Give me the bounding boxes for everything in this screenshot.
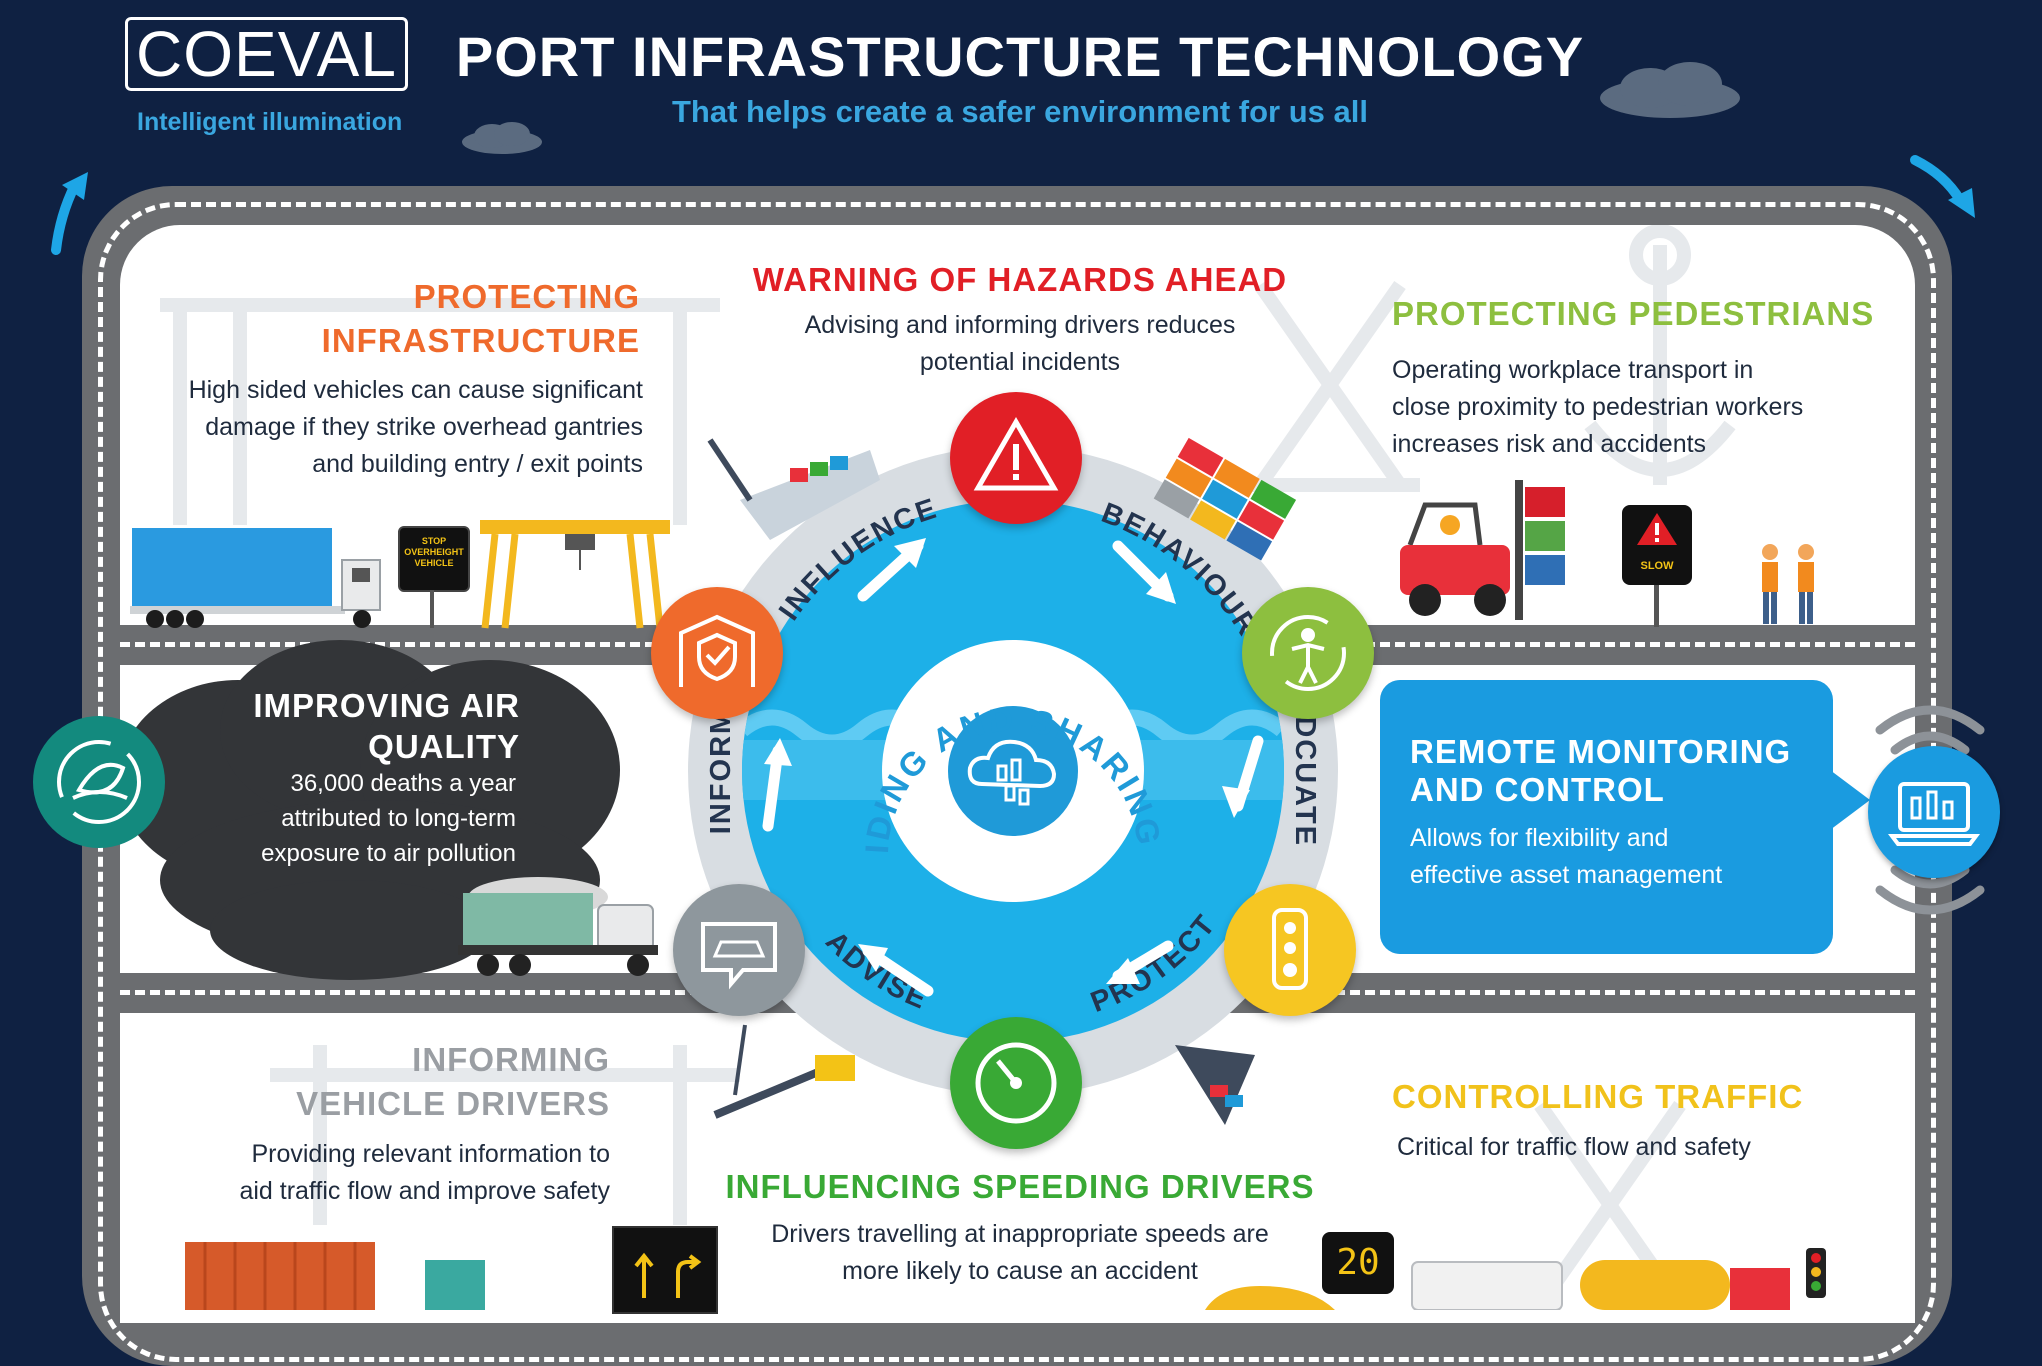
lane-arrows-icon [634, 1252, 702, 1298]
car-message-icon [701, 922, 777, 990]
page-title: PORT INFRASTRUCTURE TECHNOLOGY [455, 25, 1585, 88]
shield-check-icon [679, 614, 755, 687]
center-data-badge [948, 706, 1078, 836]
warning-hazards-title: WARNING OF HAZARDS AHEAD [752, 261, 1288, 298]
label-educate: EDCUATE [1289, 695, 1321, 847]
person-cycle-icon [1270, 615, 1346, 691]
tipper-truck-icon [458, 877, 658, 976]
speed-sign: 20 [1322, 1232, 1394, 1294]
slow-sign: SLOW [1622, 505, 1692, 585]
cloud-icon [1600, 62, 1740, 118]
sign-post [430, 590, 434, 628]
pedestrian-workers-icon [1762, 544, 1814, 624]
remote-monitoring-text: Allows for flexibility and effective ass… [1410, 824, 1723, 889]
controlling-traffic-text: Critical for traffic flow and safety [1397, 1133, 1751, 1161]
arrow-down-icon [1910, 155, 1965, 205]
protecting-pedestrians-title: PROTECTING PEDESTRIANS [1392, 295, 1875, 332]
arrow-head [1948, 188, 1975, 218]
traffic-light-node [1224, 884, 1356, 1016]
traffic-light-icon [1272, 908, 1308, 990]
cloud-data-icon [967, 739, 1057, 806]
controlling-traffic-title: CONTROLLING TRAFFIC [1392, 1078, 1804, 1115]
label-inform: INFORM [705, 708, 737, 834]
container-truck-icon [185, 1242, 485, 1310]
speedometer-icon [975, 1042, 1057, 1124]
tanker-truck-icon [1580, 1260, 1790, 1310]
forklift-icon [1400, 480, 1565, 620]
informing-drivers-title: INFORMING VEHICLE DRIVERS [296, 1041, 610, 1122]
page-subtitle: That helps create a safer environment fo… [671, 94, 1368, 129]
container-ship-icon [707, 438, 880, 540]
arrow-up-icon [51, 180, 80, 255]
air-quality-title: IMPROVING AIR QUALITY [253, 687, 520, 765]
header-decorations [51, 62, 1975, 255]
speed-node [950, 1017, 1082, 1149]
remote-monitoring-badge [1868, 746, 2000, 878]
speeding-drivers-title: INFLUENCING SPEEDING DRIVERS [725, 1168, 1315, 1205]
air-quality-badge [33, 716, 165, 848]
cycle-arrows [762, 538, 1264, 997]
wireless-signal-icon [1875, 705, 1985, 915]
air-quality-text: 36,000 deaths a year attributed to long-… [261, 770, 516, 867]
background-port-structures [160, 225, 1736, 1310]
remote-monitoring-box [1380, 680, 1833, 954]
sign-post [1654, 585, 1659, 627]
gantry-crane-icon [480, 520, 670, 629]
road-vehicles [1411, 1248, 1826, 1310]
hazard-node [950, 392, 1082, 524]
coeval-logo: COEVAL [125, 17, 408, 91]
protecting-infrastructure-title: PROTECTING INFRASTRUCTURE [321, 278, 640, 359]
ship-bow-icon [1175, 1045, 1255, 1125]
taxi-icon [1205, 1286, 1335, 1310]
infrastructure-node [651, 587, 783, 719]
vehicle-node [673, 884, 805, 1016]
svg-text:PROTECT: PROTECT [1086, 908, 1222, 1019]
remote-box-pointer [1830, 770, 1870, 830]
lorry-icon [130, 528, 381, 628]
laptop-dashboard-icon [1888, 782, 1980, 846]
warning-hazards-text: Advising and informing drivers reduces p… [804, 311, 1236, 376]
informing-drivers-text: Providing relevant information to aid tr… [239, 1140, 610, 1205]
protecting-infrastructure-text: High sided vehicles can cause significan… [188, 376, 643, 478]
stacked-containers-icon [1153, 437, 1297, 561]
speeding-drivers-text: Drivers travelling at inappropriate spee… [771, 1220, 1269, 1285]
traffic-light-icon [1806, 1248, 1826, 1298]
remote-monitoring-title: REMOTE MONITORING AND CONTROL [1410, 733, 1792, 808]
cloud-icon [462, 122, 542, 154]
arrow-head [62, 172, 88, 200]
warning-triangle-icon [1637, 513, 1677, 545]
leaf-cycle-icon [57, 740, 141, 824]
lane-direction-sign [612, 1226, 718, 1314]
pedestrian-node [1242, 587, 1374, 719]
warning-triangle-icon [973, 416, 1059, 491]
logo-tagline: Intelligent illumination [137, 108, 403, 136]
label-protect: PROTECT [1086, 908, 1220, 1019]
overheight-sign: STOP OVERHEIGHT VEHICLE [398, 526, 470, 592]
van-icon [1411, 1261, 1563, 1310]
crane-arm-icon [713, 1024, 855, 1119]
protecting-pedestrians-text: Operating workplace transport in close p… [1392, 356, 1804, 458]
